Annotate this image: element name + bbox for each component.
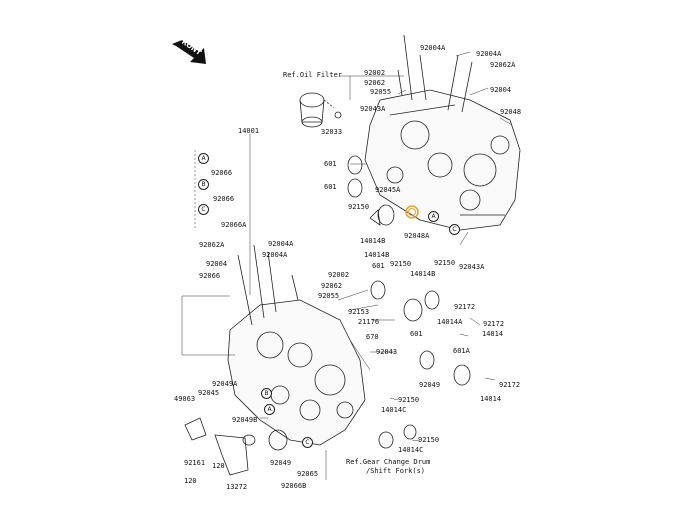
label-120: 120 xyxy=(212,462,225,470)
label-92049: 92049 xyxy=(419,381,441,389)
label-92049a: 92049A xyxy=(212,380,238,388)
bearing-601-lower-2 xyxy=(403,298,423,322)
label-92048a: 92048A xyxy=(404,232,430,240)
highlighted-o-ring-inner xyxy=(408,208,416,216)
part-32033 xyxy=(334,111,342,119)
label-14014c: 14014C xyxy=(381,406,407,414)
bearing-601-upper-2 xyxy=(347,178,363,198)
label-120: 120 xyxy=(184,477,197,485)
label-92172: 92172 xyxy=(454,303,476,311)
label-92172: 92172 xyxy=(483,320,505,328)
label-601: 601 xyxy=(410,330,423,338)
upper-crankcase-half xyxy=(364,89,521,231)
lower-crankcase-half xyxy=(227,299,366,446)
label-92004a: 92004A xyxy=(476,50,502,58)
callout-c-lower: C xyxy=(302,437,313,448)
label-92002: 92002 xyxy=(364,69,386,77)
lower-studs xyxy=(237,244,299,326)
label-92066a: 92066A xyxy=(221,221,247,229)
seal-92049-lower xyxy=(268,429,288,451)
label-92055: 92055 xyxy=(370,88,392,96)
callout-c-left: C xyxy=(198,204,209,215)
bearing-601-lower-1 xyxy=(370,280,386,300)
bearing-92045a xyxy=(377,204,395,226)
ref-oil-filter: Ref.Oil Filter xyxy=(283,71,343,79)
label-14014b: 14014B xyxy=(360,237,386,245)
label-92045: 92045 xyxy=(198,389,220,397)
front-arrow xyxy=(172,40,206,64)
callout-b-lower: B xyxy=(261,388,272,399)
label-92004a: 92004A xyxy=(268,240,294,248)
label-92066: 92066 xyxy=(213,195,235,203)
oil-filter-ref xyxy=(299,92,335,128)
part-49063 xyxy=(184,417,207,441)
label-92002: 92002 xyxy=(328,271,350,279)
plate-14014c xyxy=(403,424,417,440)
label-670: 670 xyxy=(366,333,379,341)
label-92066b: 92066B xyxy=(281,482,307,490)
highlighted-o-ring[interactable] xyxy=(405,205,419,219)
seal-92049 xyxy=(419,350,435,370)
label-92150: 92150 xyxy=(418,436,440,444)
label-601: 601 xyxy=(372,262,385,270)
label-14014b: 14014B xyxy=(364,251,390,259)
callout-a-left: A xyxy=(198,153,209,164)
label-14001: 14001 xyxy=(238,127,260,135)
label-92161: 92161 xyxy=(184,459,206,467)
label-92045a: 92045A xyxy=(375,186,401,194)
part-13272 xyxy=(214,434,249,476)
plate-14014b-lower xyxy=(424,290,440,310)
callout-b-left: B xyxy=(198,179,209,190)
label-92150: 92150 xyxy=(348,203,370,211)
callout-a-right: A xyxy=(428,211,439,222)
label-601a: 601A xyxy=(453,347,470,355)
label-92153: 92153 xyxy=(348,308,370,316)
upper-studs xyxy=(397,34,473,113)
label-92150: 92150 xyxy=(390,260,412,268)
label-92004a: 92004A xyxy=(420,44,446,52)
label-14014a: 14014A xyxy=(437,318,463,326)
label-32033: 32033 xyxy=(321,128,343,136)
label-14014c: 14014C xyxy=(398,446,424,454)
label-92062a: 92062A xyxy=(199,241,225,249)
label-92004: 92004 xyxy=(490,86,512,94)
ref-gear-change-drum: Ref.Gear Change Drum xyxy=(346,458,431,466)
leader-lines xyxy=(181,51,513,480)
plate-14014b xyxy=(369,209,381,226)
label-92048: 92048 xyxy=(500,108,522,116)
label-92043a: 92043A xyxy=(459,263,485,271)
label-92172: 92172 xyxy=(499,381,521,389)
bearing-601a xyxy=(453,364,471,386)
label-49063: 49063 xyxy=(174,395,196,403)
label-14014: 14014 xyxy=(482,330,504,338)
label-92049b: 92049B xyxy=(232,416,258,424)
label-92043: 92043 xyxy=(376,348,398,356)
label-92150: 92150 xyxy=(398,396,420,404)
label-92062: 92062 xyxy=(364,79,386,87)
callout-a-lower: A xyxy=(264,404,275,415)
label-92004a: 92004A xyxy=(262,251,288,259)
label-92062: 92062 xyxy=(321,282,343,290)
label-92150: 92150 xyxy=(434,259,456,267)
label-14014: 14014 xyxy=(480,395,502,403)
gear-drum-ref xyxy=(378,431,394,449)
label-92004: 92004 xyxy=(206,260,228,268)
label-92049: 92049 xyxy=(270,459,292,467)
bearing-601-upper-1 xyxy=(347,155,363,175)
label-92065: 92065 xyxy=(297,470,319,478)
ref-shift-fork: /Shift Fork(s) xyxy=(366,467,426,475)
label-92066: 92066 xyxy=(211,169,233,177)
label-601: 601 xyxy=(324,160,337,168)
label-92062a: 92062A xyxy=(490,61,516,69)
label-601: 601 xyxy=(324,183,337,191)
label-14014b: 14014B xyxy=(410,270,436,278)
seal-92049b xyxy=(242,434,256,446)
callout-c-right: C xyxy=(449,224,460,235)
label-92043a: 92043A xyxy=(360,105,386,113)
label-92066: 92066 xyxy=(199,272,221,280)
label-92055: 92055 xyxy=(318,292,340,300)
label-13272: 13272 xyxy=(226,483,248,491)
label-21176: 21176 xyxy=(358,318,380,326)
